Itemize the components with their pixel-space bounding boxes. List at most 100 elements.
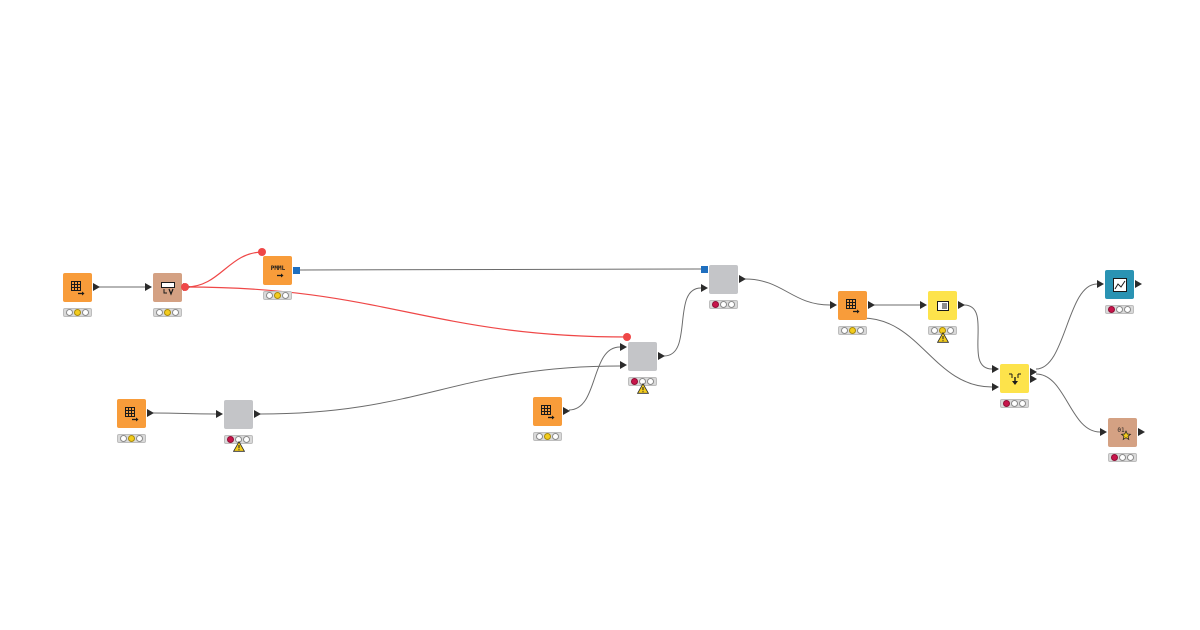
connection-n10-n11[interactable] <box>963 304 993 370</box>
warning-icon <box>937 332 949 343</box>
table-reader-icon <box>539 403 557 421</box>
n2-manipulator-node[interactable] <box>153 273 182 302</box>
n8-metanode-node[interactable] <box>709 265 738 294</box>
node-status-lights <box>63 308 92 317</box>
number-to-string-icon: 01 <box>1114 424 1132 442</box>
connection-n11-n13[interactable] <box>1035 373 1101 433</box>
input-port[interactable] <box>992 365 999 373</box>
status-light-off <box>1116 306 1123 313</box>
status-light-off <box>536 433 543 440</box>
node-status-lights <box>263 291 292 300</box>
status-light-yellow <box>164 309 171 316</box>
pmml-reader-icon: PMML <box>268 262 288 280</box>
input-port[interactable] <box>145 283 152 291</box>
status-light-red <box>1003 400 1010 407</box>
status-light-off <box>66 309 73 316</box>
svg-text:01: 01 <box>1117 427 1125 434</box>
flow-variable-port[interactable] <box>181 283 189 291</box>
status-light-off <box>857 327 864 334</box>
status-light-red <box>227 436 234 443</box>
n10-utility-node[interactable] <box>928 291 957 320</box>
output-port[interactable] <box>1030 375 1037 383</box>
output-port[interactable] <box>1138 428 1145 436</box>
status-light-yellow <box>274 292 281 299</box>
status-light-off <box>156 309 163 316</box>
node-status-lights <box>1105 305 1134 314</box>
connection-n5-n7[interactable] <box>259 365 621 415</box>
warning-icon <box>233 441 245 452</box>
n11-utility-node[interactable] <box>1000 364 1029 393</box>
table-reader-icon <box>844 297 862 315</box>
status-light-off <box>82 309 89 316</box>
line-chart-icon <box>1111 276 1129 294</box>
output-port[interactable] <box>1030 368 1037 376</box>
output-port[interactable] <box>739 275 746 283</box>
connection-n9-n11[interactable] <box>861 317 993 388</box>
status-light-off <box>841 327 848 334</box>
n12-visualizer-node[interactable] <box>1105 270 1134 299</box>
output-port[interactable] <box>93 283 100 291</box>
input-port[interactable] <box>1100 428 1107 436</box>
status-light-off <box>947 327 954 334</box>
n4-source-node[interactable] <box>117 399 146 428</box>
node-status-lights <box>117 434 146 443</box>
status-light-off <box>282 292 289 299</box>
model-input-port[interactable] <box>701 266 708 273</box>
status-light-off <box>1127 454 1134 461</box>
output-port[interactable] <box>658 352 665 360</box>
warning-icon <box>637 383 649 394</box>
flow-variable-port[interactable] <box>623 333 631 341</box>
output-port[interactable] <box>254 410 261 418</box>
status-light-red <box>1108 306 1115 313</box>
status-light-yellow <box>74 309 81 316</box>
connection-n7-n8[interactable] <box>663 287 702 357</box>
document-icon <box>934 297 952 315</box>
connection-n2-n7[interactable] <box>185 286 629 338</box>
status-light-off <box>266 292 273 299</box>
input-port[interactable] <box>216 410 223 418</box>
n7-metanode-node[interactable] <box>628 342 657 371</box>
connection-n6-n7[interactable] <box>568 346 621 411</box>
input-port[interactable] <box>920 301 927 309</box>
output-port[interactable] <box>563 407 570 415</box>
n3-source-node[interactable]: PMML <box>263 256 292 285</box>
connection-n4-n5[interactable] <box>152 412 217 415</box>
row-filter-icon <box>159 279 177 297</box>
status-light-off <box>243 436 250 443</box>
output-port[interactable] <box>147 409 154 417</box>
status-light-off <box>1119 454 1126 461</box>
input-port[interactable] <box>830 301 837 309</box>
status-light-off <box>136 435 143 442</box>
status-light-off <box>647 378 654 385</box>
status-light-yellow <box>128 435 135 442</box>
node-status-lights <box>533 432 562 441</box>
n5-metanode-node[interactable] <box>224 400 253 429</box>
status-light-off <box>720 301 727 308</box>
node-status-lights <box>153 308 182 317</box>
connection-n8-n9[interactable] <box>744 278 831 306</box>
n9-source-node[interactable] <box>838 291 867 320</box>
connection-n11-n12[interactable] <box>1035 283 1098 370</box>
output-port[interactable] <box>958 301 965 309</box>
n13-manipulator-node[interactable]: 01 <box>1108 418 1137 447</box>
input-port[interactable] <box>620 361 627 369</box>
input-port[interactable] <box>992 383 999 391</box>
status-light-off <box>1124 306 1131 313</box>
flow-variable-port[interactable] <box>258 248 266 256</box>
output-port[interactable] <box>868 301 875 309</box>
n6-source-node[interactable] <box>533 397 562 426</box>
table-reader-icon <box>69 279 87 297</box>
status-light-red <box>631 378 638 385</box>
model-output-port[interactable] <box>293 267 300 274</box>
input-port[interactable] <box>701 284 708 292</box>
connection-n2-n3[interactable] <box>185 251 264 288</box>
status-light-off <box>552 433 559 440</box>
status-light-off <box>728 301 735 308</box>
status-light-off <box>931 327 938 334</box>
n1-source-node[interactable] <box>63 273 92 302</box>
input-port[interactable] <box>1097 280 1104 288</box>
output-port[interactable] <box>1135 280 1142 288</box>
input-port[interactable] <box>620 343 627 351</box>
connection-n3-n8[interactable] <box>299 268 702 271</box>
